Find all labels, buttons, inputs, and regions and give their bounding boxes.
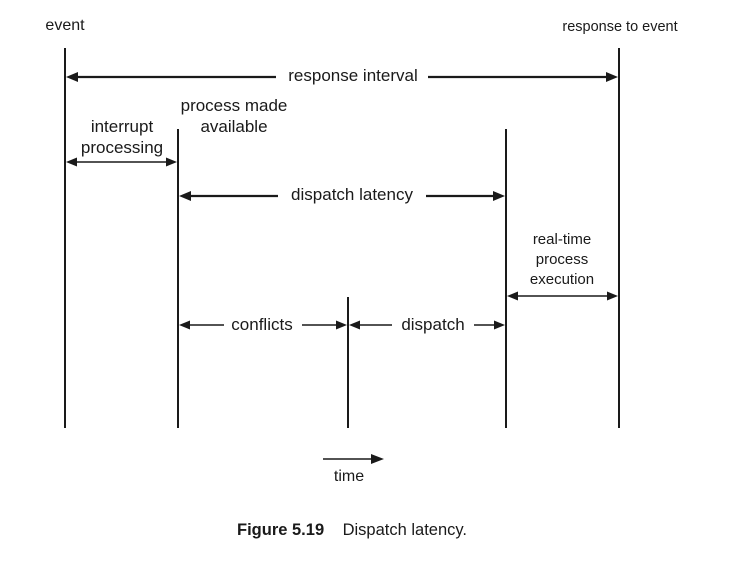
- dispatch-latency-label: dispatch latency: [291, 185, 413, 204]
- process-made-available-line2: available: [200, 117, 267, 136]
- realtime-process-execution-line2: process: [536, 251, 589, 268]
- time-arrow: [323, 454, 384, 464]
- realtime-process-execution-line3: execution: [530, 271, 594, 288]
- figure-number: Figure 5.19: [237, 521, 324, 539]
- response-to-event-label: response to event: [562, 19, 677, 35]
- response-interval-label: response interval: [288, 66, 417, 85]
- dispatch-arrow: [349, 320, 505, 330]
- dispatch-latency-arrow: [179, 191, 505, 201]
- response-interval-arrow: [66, 72, 618, 82]
- conflicts-label: conflicts: [231, 315, 292, 334]
- interrupt-processing-line2: processing: [81, 138, 163, 157]
- realtime-process-execution-arrow: [507, 291, 618, 301]
- time-label: time: [334, 468, 364, 485]
- interrupt-processing-line1: interrupt: [91, 117, 154, 136]
- realtime-process-execution-line1: real-time: [533, 231, 591, 248]
- figure-caption: Figure 5.19 Dispatch latency.: [237, 521, 467, 539]
- event-label: event: [45, 17, 85, 34]
- dispatch-label: dispatch: [401, 315, 464, 334]
- figure-caption-text: Dispatch latency.: [343, 521, 467, 539]
- interrupt-processing-arrow: [66, 157, 177, 167]
- conflicts-arrow: [179, 320, 347, 330]
- process-made-available-line1: process made: [181, 96, 288, 115]
